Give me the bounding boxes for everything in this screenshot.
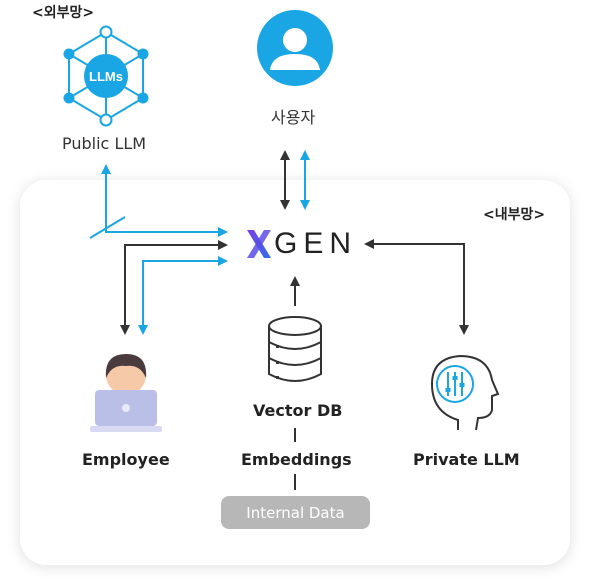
public-llm-xgen-arrow [101, 164, 228, 237]
private-llm-label: Private LLM [413, 450, 520, 469]
employee-xgen-dark-arrow [120, 240, 228, 335]
llms-badge-text: LLMs [89, 69, 123, 84]
xgen-x-mark [247, 230, 271, 258]
internal-network-label: <내부망> [483, 207, 546, 223]
internal-data-badge: Internal Data [221, 496, 370, 529]
xgen-text: GEN [274, 227, 358, 260]
embeddings-label: Embeddings [241, 450, 352, 469]
employee-label: Employee [82, 450, 170, 469]
xgen-private-llm-arrow [364, 239, 469, 335]
employee-xgen-blue-arrow [138, 256, 228, 335]
vector-db-label: Vector DB [253, 401, 343, 420]
xgen-logo: GEN [246, 226, 357, 262]
public-llm-label: Public LLM [62, 134, 147, 153]
public-llm-diagonal [89, 216, 126, 239]
user-label: 사용자 [271, 108, 316, 127]
external-network-label: <외부망> [32, 5, 95, 21]
